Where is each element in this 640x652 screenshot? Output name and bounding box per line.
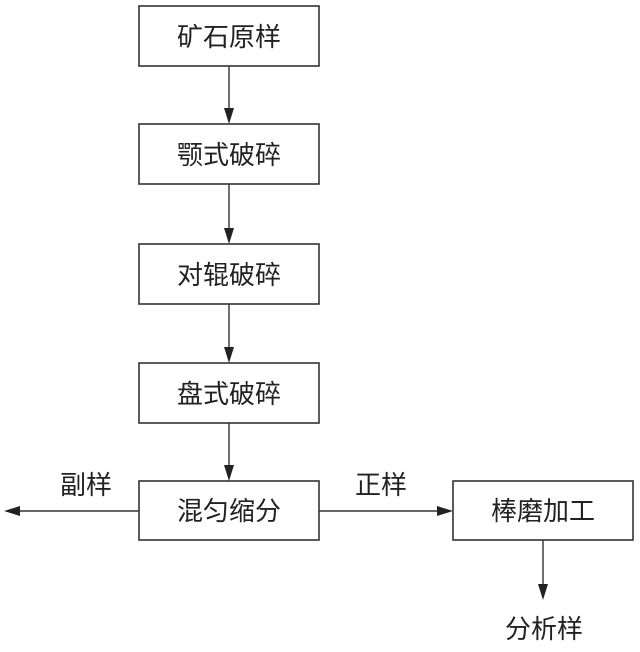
secondary-sample-label: 副样 — [60, 471, 112, 501]
arrowhead-roll-to-disc — [224, 347, 234, 363]
arrowhead-jaw-to-roll — [224, 228, 234, 244]
roll-crushing-label: 对辊破碎 — [177, 261, 281, 291]
arrowhead-disc-to-mix — [224, 465, 234, 481]
disc-crushing-label: 盘式破碎 — [177, 380, 281, 410]
arrowhead-mix-to-secondary — [4, 506, 20, 516]
rod-milling-box — [452, 480, 634, 541]
arrowhead-rod-to-analysis — [538, 584, 548, 600]
ore-sample-box — [138, 5, 320, 67]
arrowhead-ore-to-jaw — [224, 108, 234, 124]
jaw-crushing-box — [138, 123, 320, 185]
ore-sample-label: 矿石原样 — [177, 23, 281, 53]
mix-divide-box — [138, 480, 320, 541]
disc-crushing-box — [138, 362, 320, 424]
mix-divide-label: 混匀缩分 — [177, 497, 281, 527]
jaw-crushing-label: 颚式破碎 — [177, 141, 281, 171]
primary-sample-label: 正样 — [355, 471, 407, 501]
arrowhead-mix-to-rod — [437, 506, 453, 516]
analysis-sample-label: 分析样 — [505, 615, 583, 645]
rod-milling-label: 棒磨加工 — [491, 497, 595, 527]
